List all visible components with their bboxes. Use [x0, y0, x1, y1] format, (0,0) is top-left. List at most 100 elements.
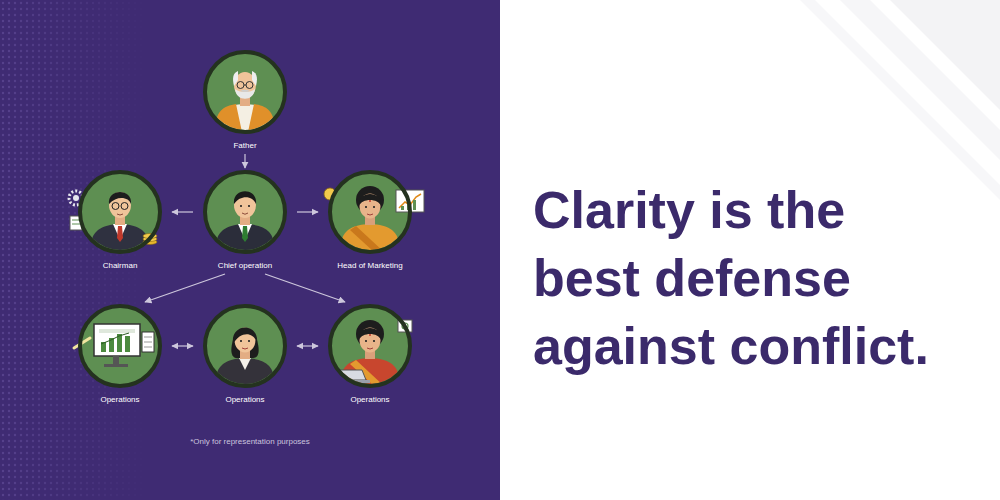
chairman-figure [80, 172, 160, 252]
operations-woman [205, 306, 285, 386]
connector-arrow [265, 274, 345, 302]
node-circle [203, 304, 287, 388]
chairman-figure [109, 192, 131, 218]
marketing-figure [369, 200, 371, 202]
node-circle [328, 304, 412, 388]
org-node: Chief operation [195, 170, 295, 272]
chief-figure [215, 191, 275, 252]
operations-saree-woman [365, 340, 367, 342]
operations-saree-woman [373, 340, 375, 342]
father-figure [205, 52, 285, 132]
operations-monitor [74, 306, 160, 386]
operations-saree-woman [330, 306, 410, 386]
chairman-figure [69, 172, 160, 252]
operations-monitor [144, 347, 152, 348]
node-label: Chief operation [218, 261, 272, 271]
father-figure [244, 85, 246, 86]
decor-stripe [840, 0, 1000, 160]
operations-monitor [94, 324, 140, 356]
operations-monitor [125, 336, 130, 352]
operations-woman [242, 348, 248, 349]
father-figure [246, 82, 253, 89]
chairman-figure [109, 192, 131, 204]
operations-monitor [113, 356, 119, 364]
operations-monitor [94, 324, 154, 367]
father-figure [235, 89, 255, 99]
operations-woman [215, 328, 275, 387]
father-figure [240, 90, 250, 92]
marketing-figure [360, 194, 381, 219]
operations-monitor [144, 337, 152, 338]
connector-arrow [145, 274, 225, 302]
node-circle [80, 306, 160, 386]
node-label: Operations [350, 395, 389, 405]
marketing-figure [365, 206, 367, 208]
node-circle [80, 172, 160, 252]
chairman-figure [117, 214, 123, 215]
chairman-figure [112, 203, 119, 210]
chief-figure [240, 205, 242, 207]
marketing-figure [340, 186, 400, 252]
chief-figure [205, 172, 285, 252]
operations-monitor [101, 333, 129, 344]
operations-monitor [144, 342, 152, 343]
operations-saree-woman [367, 348, 373, 349]
node-label: Father [233, 141, 256, 151]
left-panel [0, 0, 500, 500]
node-circle [330, 172, 410, 252]
footnote: *Only for representation purposes [130, 437, 370, 447]
marketing-figure [413, 200, 416, 210]
chief-figure [242, 213, 248, 214]
father-figure [234, 72, 256, 98]
marketing-figure [359, 194, 381, 206]
marketing-figure [324, 172, 424, 252]
operations-woman [233, 328, 257, 345]
marketing-figure [401, 206, 404, 210]
chief-figure [234, 192, 256, 218]
node-circle [78, 170, 162, 254]
marketing-figure [373, 206, 375, 208]
operations-monitor [80, 306, 160, 386]
org-node: Operations [195, 304, 295, 406]
operations-woman [239, 358, 251, 370]
father-figure [237, 82, 244, 89]
chief-figure [205, 172, 285, 252]
operations-saree-woman [369, 334, 371, 336]
operations-woman [240, 340, 242, 342]
node-circle [205, 306, 285, 386]
chairman-figure [72, 224, 80, 225]
connector-arrow [172, 211, 193, 212]
decor-stripe [800, 0, 1000, 200]
chairman-figure [117, 226, 123, 242]
chief-figure [248, 205, 250, 207]
chief-figure [234, 191, 256, 204]
marketing-figure [367, 214, 373, 215]
org-node: Operations [70, 304, 170, 406]
operations-monitor [99, 329, 135, 333]
connector-arrow [244, 154, 245, 168]
operations-saree-woman [360, 328, 381, 353]
chief-figure [242, 226, 248, 242]
father-figure [215, 71, 275, 132]
node-circle [328, 170, 412, 254]
right-panel [500, 0, 1000, 500]
operations-monitor [142, 332, 154, 352]
org-node: Chairman [70, 170, 170, 272]
operations-monitor [104, 364, 128, 367]
connector-arrow [172, 345, 193, 346]
node-circle [330, 306, 410, 386]
node-label: Operations [225, 395, 264, 405]
operations-woman [248, 340, 250, 342]
node-circle [205, 172, 285, 252]
org-node: Head of Marketing [320, 170, 420, 272]
node-label: Head of Marketing [337, 261, 402, 271]
connector-arrow [297, 211, 318, 212]
father-figure [205, 52, 285, 132]
chairman-figure [121, 203, 128, 210]
node-label: Chairman [103, 261, 138, 271]
node-circle [78, 304, 162, 388]
node-circle [203, 50, 287, 134]
chairman-figure [90, 192, 150, 252]
node-circle [203, 170, 287, 254]
operations-woman [205, 306, 285, 386]
